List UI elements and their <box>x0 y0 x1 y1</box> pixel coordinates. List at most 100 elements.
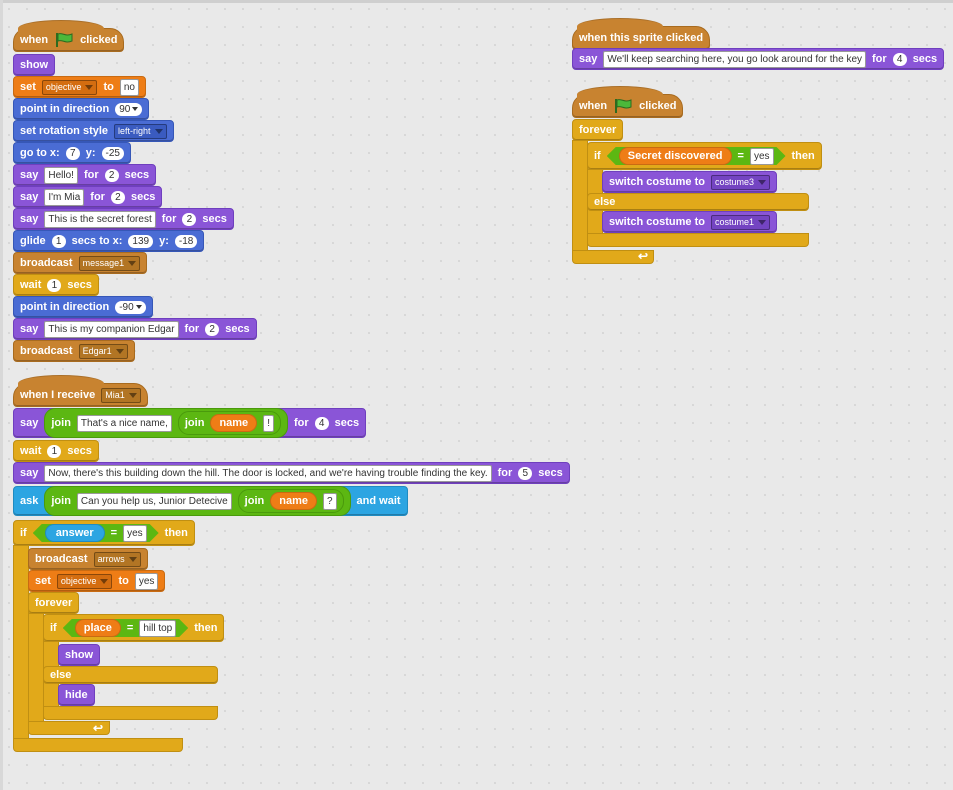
glide-secs-input[interactable]: 1 <box>51 234 66 248</box>
join-reporter[interactable]: join Can you help us, Junior Detecive jo… <box>44 486 351 516</box>
secs-input[interactable]: 2 <box>205 322 220 336</box>
green-flag-icon <box>615 99 632 113</box>
glide-block[interactable]: glide 1 secs to x: 139 y: -18 <box>13 230 205 252</box>
hide-block[interactable]: hide <box>58 684 95 706</box>
costume-dropdown[interactable]: costume3 <box>710 174 770 190</box>
ask-and-wait-block[interactable]: ask join Can you help us, Junior Deteciv… <box>13 486 408 516</box>
switch-costume-block[interactable]: switch costume to costume3 <box>602 171 777 193</box>
say-for-secs-block[interactable]: say join That's a nice name, join name !… <box>13 408 367 438</box>
answer-reporter[interactable]: answer <box>45 524 105 542</box>
join-text-input[interactable]: Can you help us, Junior Detecive <box>76 492 232 510</box>
variable-reporter[interactable]: name <box>270 492 317 510</box>
message-input[interactable]: Hello! <box>44 166 78 184</box>
equals-sign: = <box>110 527 118 539</box>
say-for-secs-block[interactable]: say This is my companion Edgar for 2 sec… <box>13 318 257 340</box>
equals-condition[interactable]: Secret discovered = yes <box>607 147 786 165</box>
message-input[interactable]: This is the secret forest <box>44 210 156 228</box>
secs-input[interactable]: 4 <box>892 52 907 66</box>
compare-input[interactable]: yes <box>750 148 774 165</box>
when-flag-clicked-hat[interactable]: when clicked <box>13 20 125 52</box>
message-dropdown[interactable]: Mia1 <box>101 387 141 403</box>
switch-costume-block[interactable]: switch costume to costume1 <box>602 211 777 233</box>
set-label: set <box>20 81 36 93</box>
value-input[interactable]: yes <box>134 572 159 590</box>
message-input[interactable]: Now, there's this building down the hill… <box>44 464 492 482</box>
message-dropdown[interactable]: message1 <box>78 255 141 271</box>
if-else-block[interactable]: if place = hill top then <box>43 614 225 642</box>
secs-input[interactable]: 2 <box>182 212 197 226</box>
costume-dropdown[interactable]: costume1 <box>710 214 770 230</box>
message-dropdown[interactable]: Edgar1 <box>78 343 128 359</box>
when-i-receive-hat[interactable]: when I receive Mia1 <box>13 375 148 407</box>
secs-to-x-label: secs to x: <box>71 235 123 247</box>
join-text-input[interactable]: ? <box>322 492 337 510</box>
for-label: for <box>497 467 513 479</box>
wait-input[interactable]: 1 <box>47 278 62 292</box>
y-input[interactable]: -25 <box>101 146 124 160</box>
if-then-block[interactable]: if answer = yes then <box>13 520 195 546</box>
show-block[interactable]: show <box>13 54 56 76</box>
point-direction-block[interactable]: point in direction 90 <box>13 98 150 120</box>
show-block[interactable]: show <box>58 644 101 666</box>
say-for-secs-block[interactable]: say Now, there's this building down the … <box>13 462 570 484</box>
variable-reporter[interactable]: name <box>210 414 258 432</box>
y-input[interactable]: -18 <box>174 234 198 248</box>
say-label: say <box>20 191 39 203</box>
join-reporter[interactable]: join name ! <box>177 411 281 435</box>
say-for-secs-block[interactable]: say We'll keep searching here, you go lo… <box>572 48 945 70</box>
wait-input[interactable]: 1 <box>47 444 62 458</box>
canvas-top-edge <box>0 0 953 3</box>
message-input[interactable]: I'm Mia <box>44 188 85 206</box>
say-for-secs-block[interactable]: say This is the secret forest for 2 secs <box>13 208 234 230</box>
when-flag-clicked-hat[interactable]: when clicked <box>572 86 684 118</box>
say-for-secs-block[interactable]: say Hello! for 2 secs <box>13 164 157 186</box>
compare-input[interactable]: hill top <box>139 620 176 637</box>
equals-condition[interactable]: place = hill top <box>63 619 188 637</box>
join-reporter[interactable]: join That's a nice name, join name ! <box>44 408 288 438</box>
secs-label: secs <box>202 213 227 225</box>
forever-arm <box>572 140 588 252</box>
then-label: then <box>164 527 188 539</box>
green-flag-icon <box>56 33 73 47</box>
message-input[interactable]: We'll keep searching here, you go look a… <box>603 50 867 68</box>
x-input[interactable]: 7 <box>65 146 80 160</box>
set-objective-block[interactable]: set objective to no <box>13 76 146 98</box>
if-else-block[interactable]: if Secret discovered = yes then <box>587 142 822 170</box>
value-input[interactable]: no <box>119 78 139 96</box>
variable-dropdown[interactable]: objective <box>56 573 113 589</box>
join-text-input[interactable]: That's a nice name, <box>76 414 172 432</box>
say-label: say <box>20 213 39 225</box>
rotation-style-block[interactable]: set rotation style left-right <box>13 120 174 142</box>
variable-reporter[interactable]: Secret discovered <box>619 147 732 165</box>
message-dropdown[interactable]: arrows <box>93 551 141 567</box>
broadcast-block[interactable]: broadcast Edgar1 <box>13 340 135 362</box>
rotation-dropdown[interactable]: left-right <box>114 123 167 139</box>
x-input[interactable]: 139 <box>128 234 154 248</box>
point-direction-block[interactable]: point in direction -90 <box>13 296 153 318</box>
join-reporter[interactable]: join name ? <box>237 489 344 513</box>
wait-block[interactable]: wait 1 secs <box>13 440 99 462</box>
broadcast-block[interactable]: broadcast message1 <box>13 252 148 274</box>
equals-condition[interactable]: answer = yes <box>33 524 159 542</box>
direction-input[interactable]: 90 <box>115 102 143 116</box>
broadcast-block[interactable]: broadcast arrows <box>28 548 148 570</box>
compare-input[interactable]: yes <box>123 525 147 542</box>
when-sprite-clicked-hat[interactable]: when this sprite clicked <box>572 18 711 50</box>
secs-input[interactable]: 5 <box>518 466 533 480</box>
say-for-secs-block[interactable]: say I'm Mia for 2 secs <box>13 186 163 208</box>
variable-reporter[interactable]: place <box>75 619 121 637</box>
set-objective-block[interactable]: set objective to yes <box>28 570 166 592</box>
secs-input[interactable]: 2 <box>104 168 119 182</box>
direction-input[interactable]: -90 <box>115 300 146 314</box>
join-text-input[interactable]: ! <box>263 414 274 432</box>
go-to-xy-block[interactable]: go to x: 7 y: -25 <box>13 142 131 164</box>
secs-input[interactable]: 4 <box>314 416 329 430</box>
point-label: point in direction <box>20 301 110 313</box>
variable-dropdown[interactable]: objective <box>41 79 98 95</box>
forever-block[interactable]: forever <box>28 592 80 614</box>
wait-block[interactable]: wait 1 secs <box>13 274 99 296</box>
message-input[interactable]: This is my companion Edgar <box>44 320 179 338</box>
if-arm <box>13 545 29 740</box>
forever-block[interactable]: forever <box>572 119 624 141</box>
secs-input[interactable]: 2 <box>110 190 125 204</box>
